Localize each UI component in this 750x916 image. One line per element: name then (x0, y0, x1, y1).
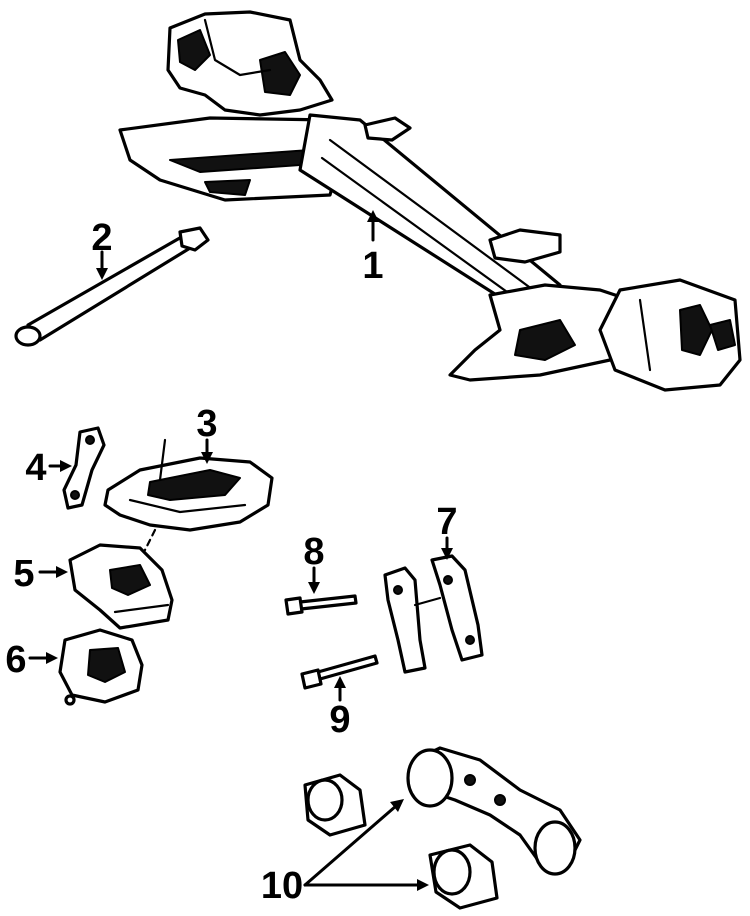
callout-5: 5 (13, 553, 34, 595)
callout-8: 8 (303, 531, 324, 573)
callout-6: 6 (5, 639, 26, 681)
part-6-lower-mount (58, 628, 144, 706)
callout-9: 9 (329, 699, 350, 741)
callout-3: 3 (196, 403, 217, 445)
part-3-mount-bracket (103, 438, 274, 562)
callout-10: 10 (261, 865, 303, 907)
part-2-brace-rod (14, 226, 210, 347)
part-5-insulator (68, 543, 174, 630)
part-4-small-bracket (62, 426, 106, 510)
part-10-bushings (303, 746, 582, 910)
part-8-bolt (284, 594, 358, 616)
callout-arrows (28, 210, 453, 891)
callout-7: 7 (436, 501, 457, 543)
callout-2: 2 (91, 217, 112, 259)
callout-1: 1 (362, 245, 383, 287)
part-1-crossmember (118, 10, 742, 392)
part-7-bracket-plates (383, 554, 484, 674)
callout-4: 4 (25, 447, 46, 489)
part-9-bolt (300, 654, 379, 690)
